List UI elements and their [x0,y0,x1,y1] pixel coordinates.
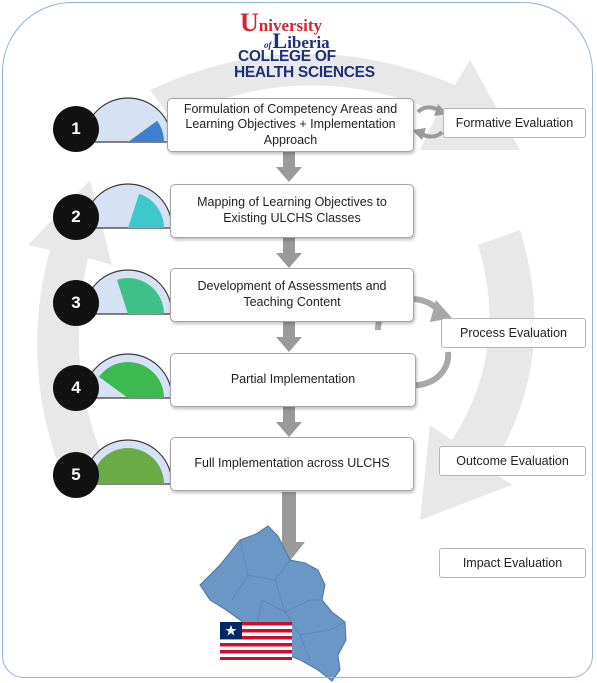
logo-liberia-line: ofLiberia [264,28,330,53]
step-4-number: 4 [53,365,99,411]
step-2-box: Mapping of Learning Objectives to Existi… [170,184,414,238]
liberia-flag [220,622,292,660]
impact-evaluation-box: Impact Evaluation [439,548,586,578]
gauge-icon-step-3 [83,269,173,315]
progress-gauges [83,97,173,485]
step-1-box: Formulation of Competency Areas and Lear… [167,98,414,152]
flow-arrows [273,152,305,562]
gauge-icon-step-1 [83,97,173,143]
gauge-icon-step-5 [83,439,173,485]
step-3-box: Development of Assessments and Teaching … [170,268,414,322]
down-arrow-icon [276,322,302,352]
logo-health-sciences-line: HEALTH SCIENCES [234,64,375,81]
step-3-number: 3 [53,280,99,326]
logo-college-line: COLLEGE OF [238,48,336,65]
step-2-number: 2 [53,194,99,240]
process-evaluation-box: Process Evaluation [441,318,586,348]
step-5-box: Full Implementation across ULCHS [170,437,414,491]
outer-frame [2,2,593,678]
logo-university-line: University [240,8,323,37]
step-5-number: 5 [53,452,99,498]
step-1-number: 1 [53,106,99,152]
down-arrow-icon [276,152,302,182]
outcome-evaluation-box: Outcome Evaluation [439,446,586,476]
university-logo: University ofLiberia COLLEGE OF HEALTH S… [232,6,375,82]
down-arrow-icon [276,238,302,268]
down-arrow-icon [276,407,302,437]
formative-evaluation-box: Formative Evaluation [443,108,586,138]
step-4-box: Partial Implementation [170,353,416,407]
